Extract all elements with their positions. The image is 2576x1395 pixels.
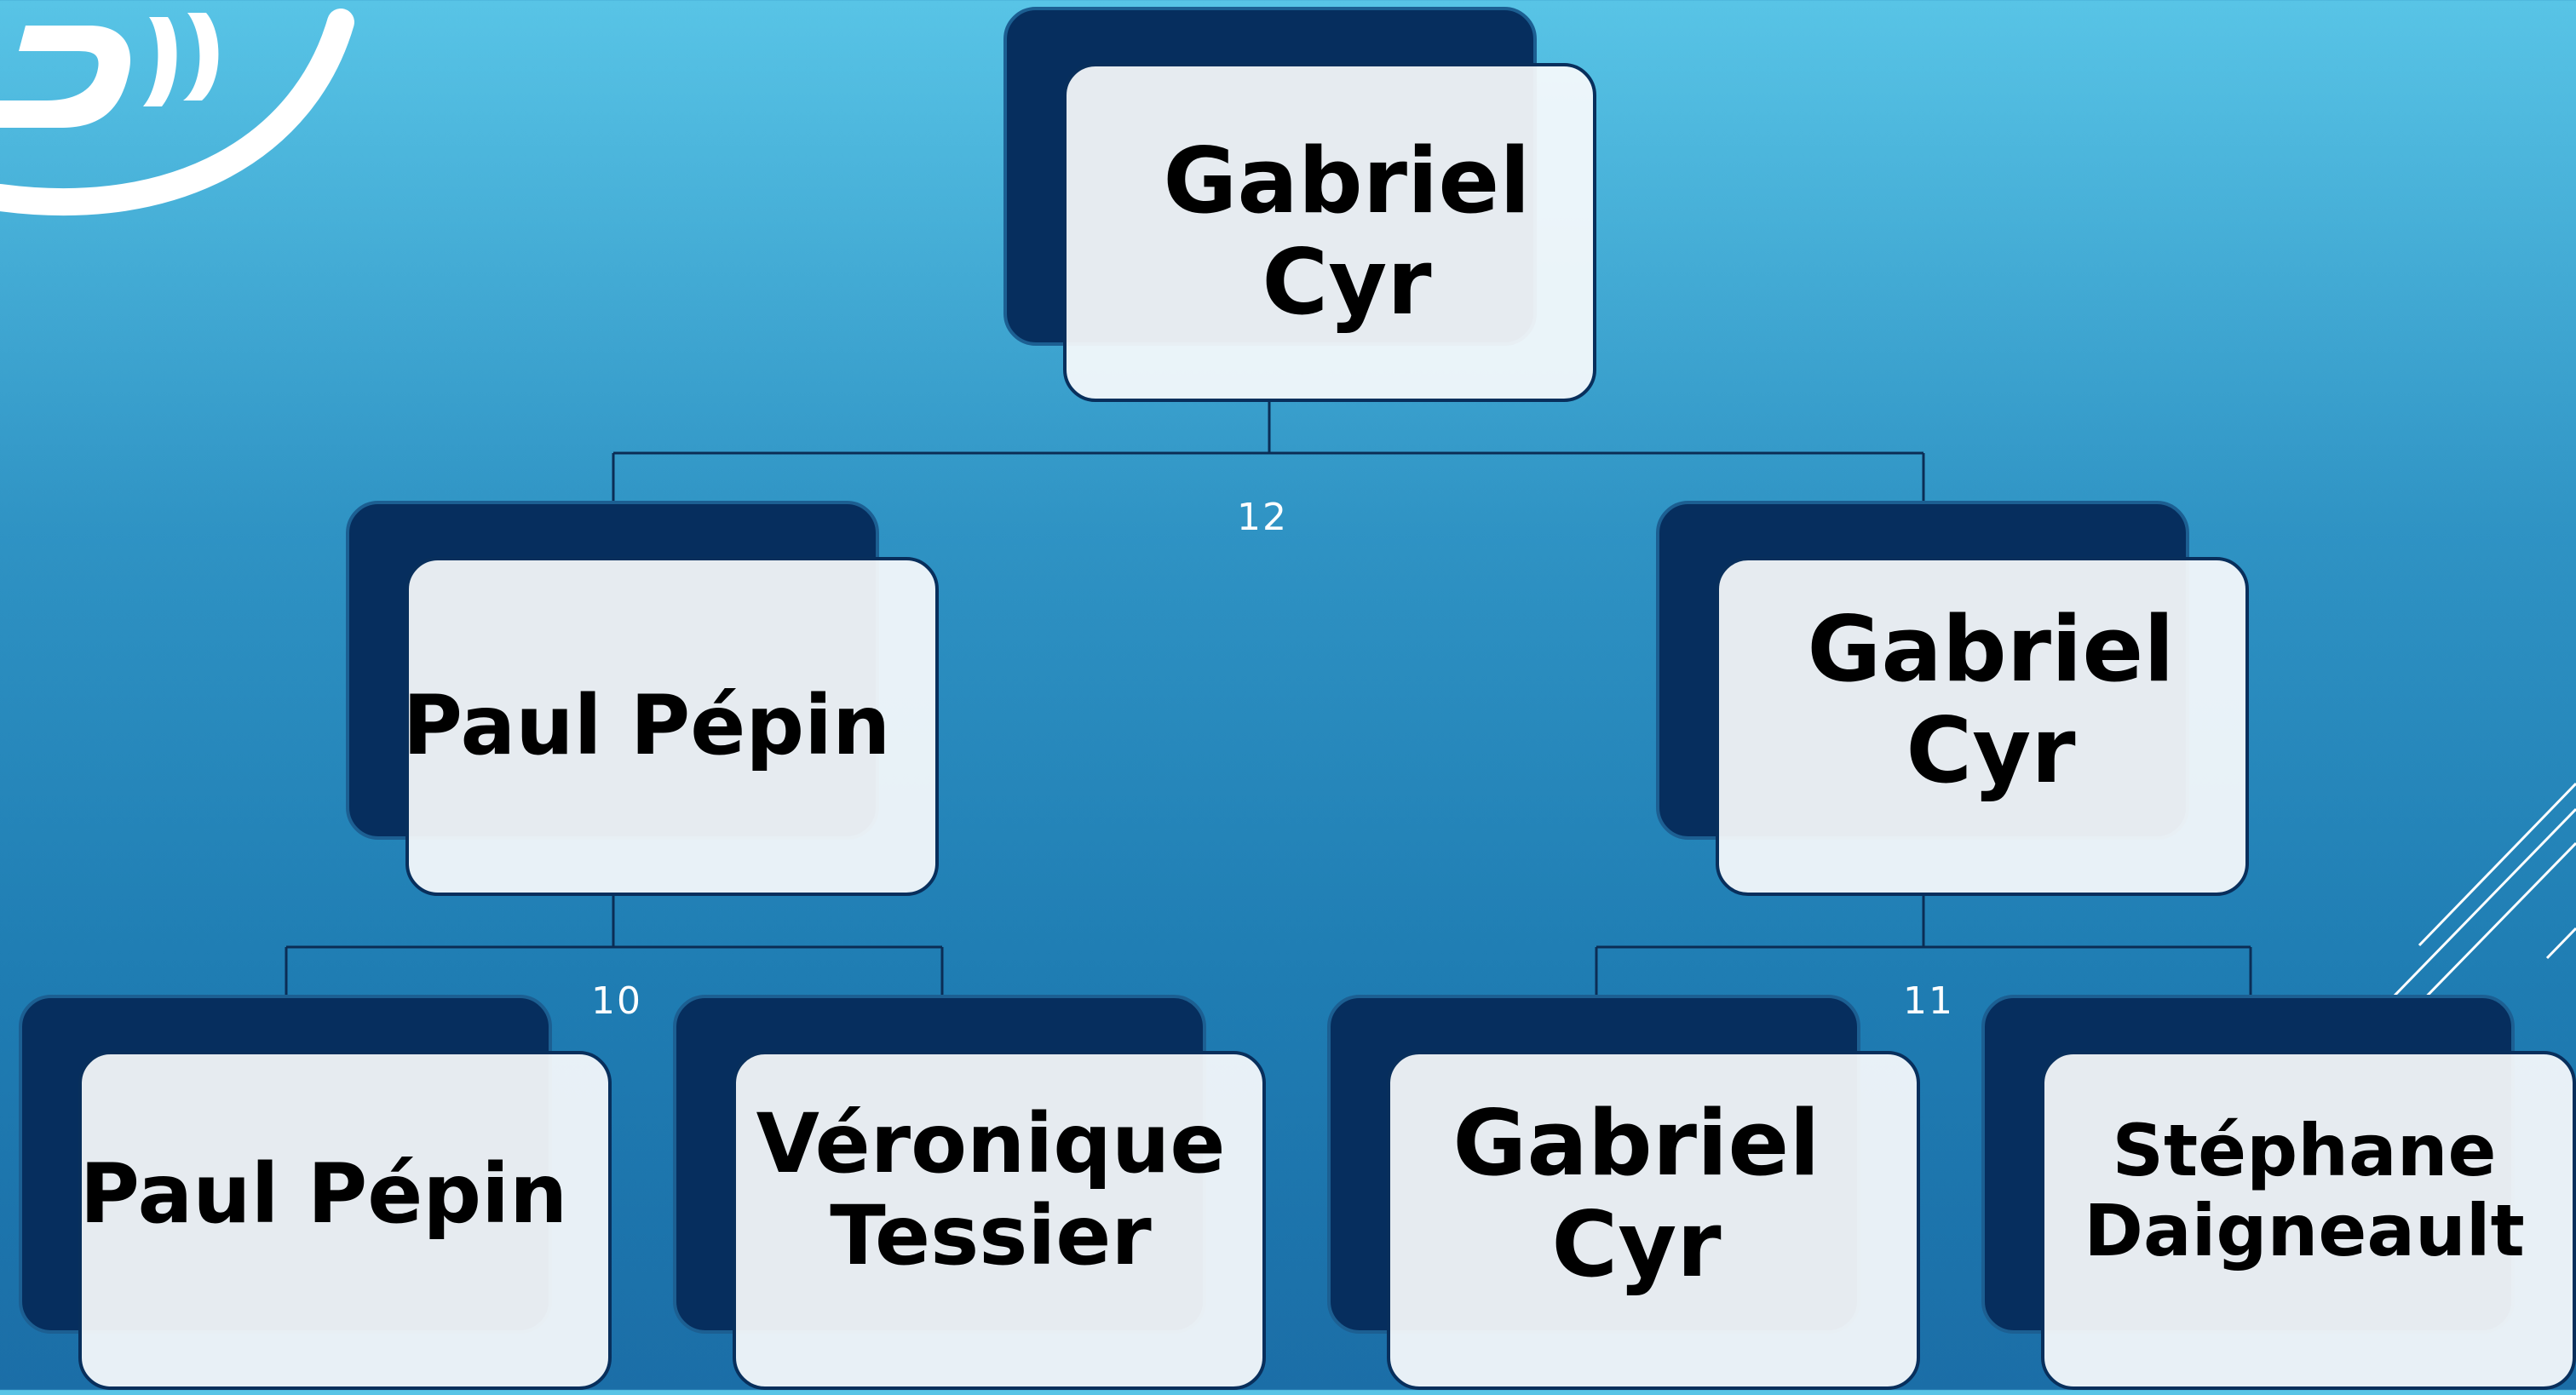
node-front-card: Paul Pépin: [78, 1051, 612, 1390]
branch-score-root: 12: [1237, 496, 1288, 539]
org-node-root: Gabriel Cyr: [1003, 7, 1600, 407]
branch-score-left: 10: [591, 979, 642, 1023]
org-node-right: Gabriel Cyr: [1656, 501, 2252, 901]
org-node-left: Paul Pépin: [346, 501, 942, 901]
connector-lines: [285, 400, 2252, 998]
org-node-left-left: Paul Pépin: [19, 995, 615, 1395]
node-front-card: Véronique Tessier: [733, 1051, 1266, 1390]
node-name: Véronique Tessier: [756, 1096, 1226, 1283]
node-front-card: Gabriel Cyr: [1387, 1051, 1920, 1390]
node-name: Gabriel Cyr: [1807, 597, 2175, 803]
node-front-card: Gabriel Cyr: [1063, 63, 1596, 402]
branch-score-right: 11: [1903, 979, 1954, 1023]
org-node-right-right: Stéphane Daigneault: [1981, 995, 2576, 1395]
node-front-card: Gabriel Cyr: [1716, 557, 2249, 896]
node-name: Stéphane Daigneault: [2084, 1108, 2525, 1272]
node-front-card: Stéphane Daigneault: [2041, 1051, 2576, 1390]
org-node-left-right: Véronique Tessier: [673, 995, 1269, 1395]
node-name: Paul Pépin: [402, 678, 891, 774]
node-name: Gabriel Cyr: [1163, 129, 1531, 335]
logo-icon: [0, 9, 354, 216]
node-front-card: Paul Pépin: [402, 557, 939, 896]
org-node-right-left: Gabriel Cyr: [1327, 995, 1923, 1395]
node-name: Gabriel Cyr: [1452, 1091, 1820, 1297]
node-name: Paul Pépin: [79, 1146, 568, 1243]
